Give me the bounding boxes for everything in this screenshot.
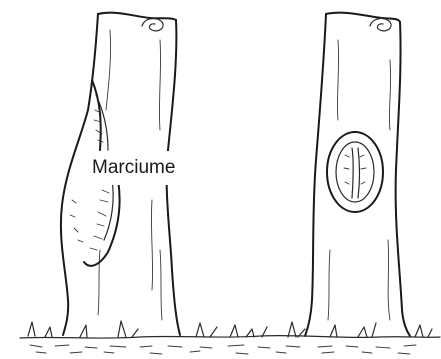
- canker-wound: [327, 132, 383, 212]
- right-trunk: [305, 13, 410, 336]
- rot-label: Marciume: [92, 157, 175, 179]
- ground-grass: [20, 321, 440, 354]
